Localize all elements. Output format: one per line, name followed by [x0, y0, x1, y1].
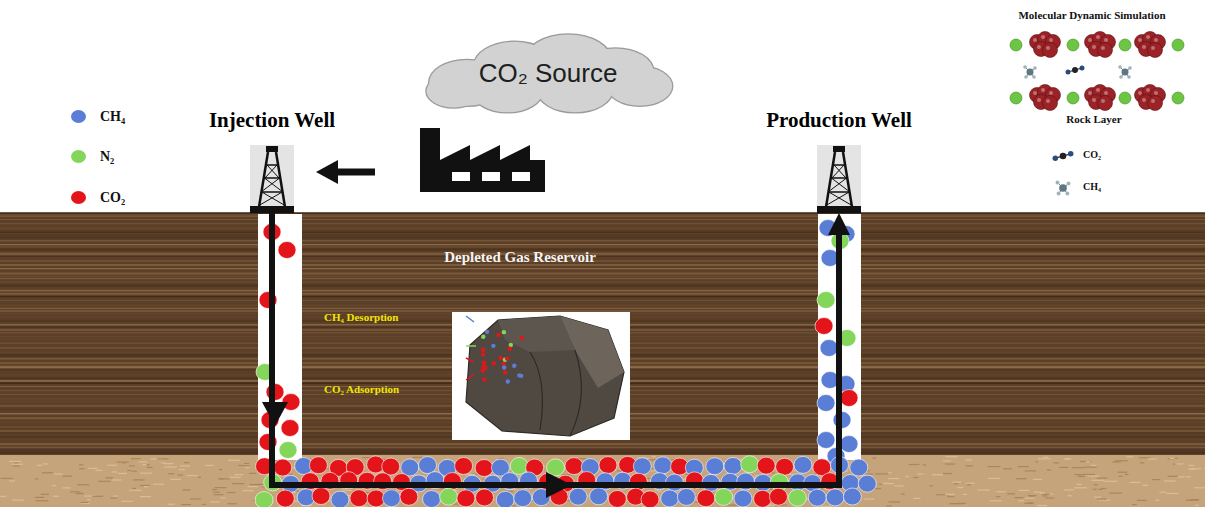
- well-label: Injection Well: [209, 108, 335, 133]
- rock-sample-picture: [452, 312, 630, 440]
- ch4-molecule-icon: [1056, 181, 1071, 196]
- ch4-molecule-icon: [1023, 65, 1037, 79]
- legend-label: CO₂: [100, 190, 125, 206]
- cloud-label: CO₂ Source: [479, 58, 618, 89]
- ch4-molecule-icon: [1118, 65, 1132, 79]
- flow-connector: [272, 213, 839, 485]
- sand-layer: [0, 455, 1205, 507]
- layer-label: Rock Layer: [1066, 113, 1121, 125]
- molecular-simulation-icon: [1010, 32, 1184, 111]
- process-label: CH₄ Desorption: [324, 311, 399, 323]
- legend-label: N₂: [100, 149, 114, 165]
- production-well: Production Well: [760, 108, 918, 213]
- legend-label: CH₄: [1083, 181, 1101, 192]
- source-cloud: CO₂ Source: [413, 32, 683, 114]
- gas-molecules: [255, 220, 876, 507]
- derrick-icon: [817, 145, 861, 213]
- legend-swatch: [71, 150, 86, 163]
- co2-molecule-icon: [1066, 66, 1085, 75]
- region-label: Depleted Gas Reservoir: [444, 249, 596, 266]
- reservoir-ground: [0, 213, 1205, 455]
- derrick-icon: [250, 145, 294, 213]
- injection-shaft: [258, 214, 302, 460]
- factory-icon: [420, 128, 545, 192]
- injection-well: Injection Well: [203, 108, 341, 213]
- legend-label: CH₄: [100, 109, 125, 125]
- panel-title: Molecular Dynamic Simulation: [1018, 9, 1165, 21]
- legend-swatch: [71, 191, 86, 204]
- supply-arrow: [316, 160, 375, 184]
- legend-label: CO₂: [1083, 149, 1101, 160]
- co2-molecule-icon: [1053, 151, 1074, 161]
- process-label: CO₂ Adsorption: [324, 383, 399, 395]
- legend-swatch: [71, 110, 86, 123]
- well-label: Production Well: [766, 108, 912, 133]
